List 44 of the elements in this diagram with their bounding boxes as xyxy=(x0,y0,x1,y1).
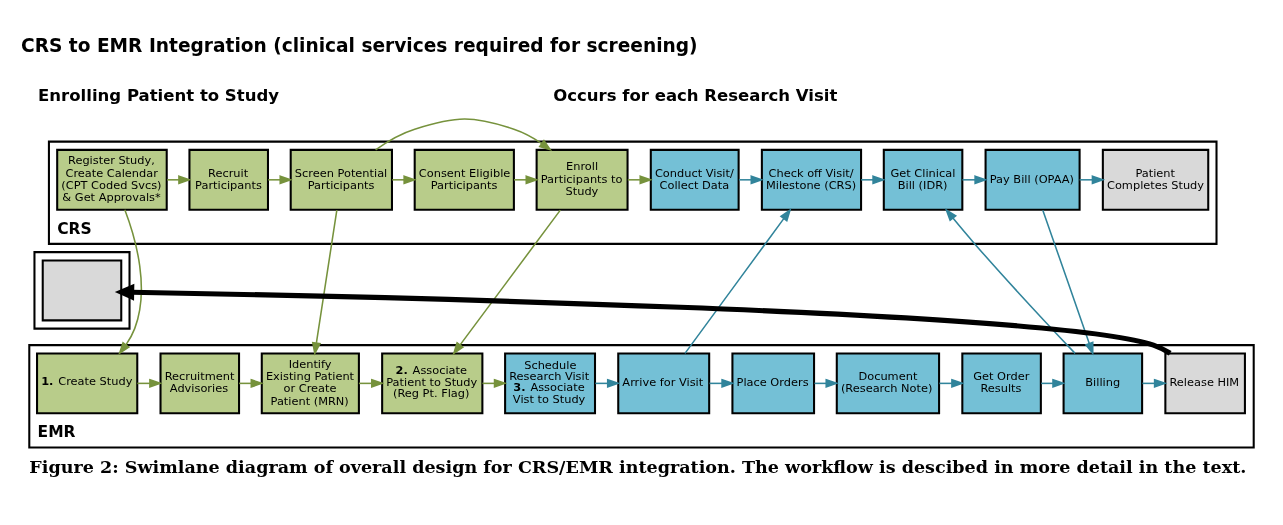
arrow xyxy=(452,208,562,355)
node-box: Screen Potential Participants xyxy=(289,148,393,211)
arrow xyxy=(961,174,988,185)
arrow xyxy=(944,207,1076,354)
label: Enrolling Patient to Study xyxy=(38,85,280,105)
node-box: Recruit Participants xyxy=(188,148,269,211)
node-box: Release HIM xyxy=(1164,351,1246,414)
node-box: Recruitment Advisories xyxy=(159,351,241,414)
arrow xyxy=(738,174,764,185)
node-box: Register Study, Create Calendar (CPT Coded Svcs) & Get Approvals* xyxy=(56,148,168,211)
node-box: Pay Bill (OPAA) xyxy=(984,148,1081,211)
node-box: Identify Existing Patient or Create Patient (MRN) xyxy=(260,351,360,414)
node-box: Consent Eligible Participants xyxy=(413,148,515,211)
cluster xyxy=(33,250,131,330)
diagram-title: CRS to EMR Integration (clinical services required for screening) xyxy=(21,34,698,56)
node-box: Arrive for Visit xyxy=(617,351,711,414)
node-box: Billing xyxy=(1062,351,1144,414)
node-box: Check off Visit/ Milestone (CRS) xyxy=(760,148,863,211)
arrow xyxy=(1042,208,1094,356)
arrow xyxy=(311,208,338,356)
arrow xyxy=(118,208,143,355)
node-box: Get Order Results xyxy=(961,351,1042,414)
arrow xyxy=(1078,174,1106,185)
arrow xyxy=(513,174,539,185)
caption: Figure 2: Swimlane diagram of overall design for CRS/EMR integration. The workflow is descibed in more detail in the text. xyxy=(29,456,1247,477)
arrow xyxy=(684,207,792,354)
arrow xyxy=(267,174,293,185)
node-box: Conduct Visit/ Collect Data xyxy=(649,148,740,211)
arrow xyxy=(860,174,886,185)
label: Occurs for each Research Visit xyxy=(553,85,838,105)
node-box: Schedule Research Visit 3. Associate Vist to Study xyxy=(504,351,597,414)
arrow xyxy=(391,174,417,185)
node-box: Patient Completes Study xyxy=(1101,148,1210,211)
node-box: Document (Research Note) xyxy=(835,351,941,414)
arrow xyxy=(627,174,653,185)
node-box: Place Orders xyxy=(731,351,816,414)
arrow xyxy=(166,174,192,185)
arrow xyxy=(114,283,1172,356)
node-box: 2. Associate Patient to Study (Reg Pt. Flag) xyxy=(381,351,484,414)
node-box: Enroll Participants to Study xyxy=(535,148,629,211)
node-box: 1. Create Study xyxy=(36,351,139,414)
node-box: Get Clinical Bill (IDR) xyxy=(882,148,964,211)
node-box xyxy=(41,258,123,321)
arrow xyxy=(374,117,553,151)
